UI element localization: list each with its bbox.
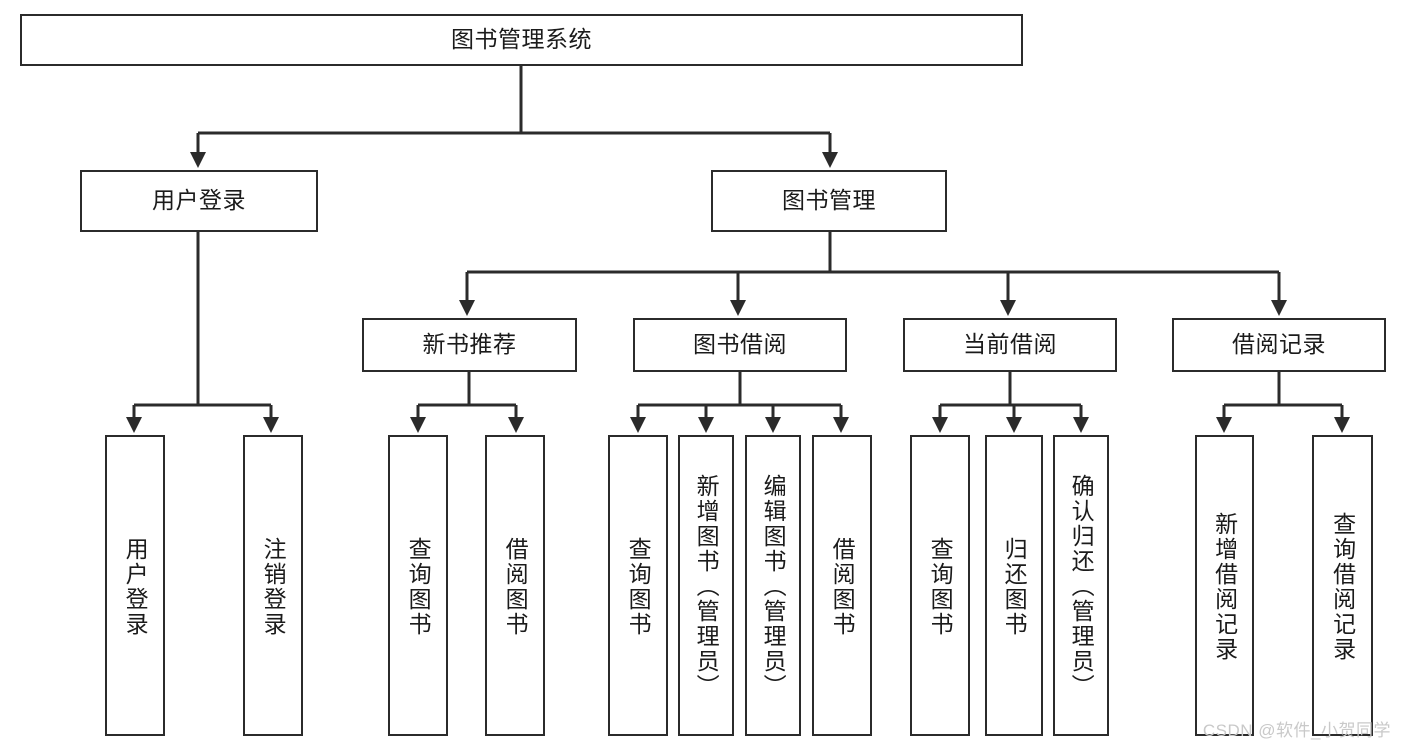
connector-arrow bbox=[190, 133, 206, 168]
arrow-head-icon bbox=[833, 417, 849, 433]
arrow-head-icon bbox=[765, 417, 781, 433]
node-leaf-query-book-2[interactable]: 查询图书 bbox=[608, 435, 668, 736]
arrow-head-icon bbox=[822, 152, 838, 168]
arrow-head-icon bbox=[410, 417, 426, 433]
node-label: 借阅记录 bbox=[1232, 331, 1326, 358]
node-label: 新增借阅记录 bbox=[1211, 511, 1238, 662]
node-book-borrow[interactable]: 图书借阅 bbox=[633, 318, 847, 372]
node-user-login[interactable]: 用户登录 bbox=[80, 170, 318, 232]
node-label-wrap: 用户登录 bbox=[107, 437, 163, 734]
node-leaf-add-borrow-record[interactable]: 新增借阅记录 bbox=[1195, 435, 1254, 736]
node-label: 编辑图书（管理员） bbox=[760, 474, 787, 699]
connector-arrow bbox=[730, 272, 746, 316]
arrow-head-icon bbox=[932, 417, 948, 433]
node-label: 借阅图书 bbox=[829, 536, 856, 637]
arrow-head-icon bbox=[1216, 417, 1232, 433]
node-label: 查询图书 bbox=[405, 536, 432, 637]
node-label: 当前借阅 bbox=[963, 331, 1057, 358]
node-label: 注销登录 bbox=[260, 536, 287, 637]
connector-arrow bbox=[1271, 272, 1287, 316]
connector-arrow bbox=[459, 272, 475, 316]
arrow-head-icon bbox=[508, 417, 524, 433]
node-book-manage[interactable]: 图书管理 bbox=[711, 170, 947, 232]
arrow-head-icon bbox=[1334, 417, 1350, 433]
node-leaf-confirm-return-admin[interactable]: 确认归还（管理员） bbox=[1053, 435, 1109, 736]
connector-arrow bbox=[698, 405, 714, 433]
node-label-wrap: 归还图书 bbox=[987, 437, 1041, 734]
node-label-wrap: 借阅图书 bbox=[487, 437, 543, 734]
connector-arrow bbox=[508, 405, 524, 433]
node-label: 查询图书 bbox=[625, 536, 652, 637]
node-leaf-user-logout[interactable]: 注销登录 bbox=[243, 435, 303, 736]
arrow-head-icon bbox=[1006, 417, 1022, 433]
arrow-head-icon bbox=[1000, 300, 1016, 316]
node-label: 图书借阅 bbox=[693, 331, 787, 358]
connector-arrow bbox=[833, 405, 849, 433]
connector-arrow bbox=[932, 405, 948, 433]
connector-arrow bbox=[1073, 405, 1089, 433]
node-label-wrap: 查询图书 bbox=[912, 437, 968, 734]
connector-arrow bbox=[410, 405, 426, 433]
node-label-wrap: 注销登录 bbox=[245, 437, 301, 734]
node-label: 图书管理系统 bbox=[451, 26, 592, 53]
connector-arrow bbox=[1334, 405, 1350, 433]
arrow-head-icon bbox=[459, 300, 475, 316]
node-leaf-borrow-book-1[interactable]: 借阅图书 bbox=[485, 435, 545, 736]
arrow-head-icon bbox=[1073, 417, 1089, 433]
connector-arrow bbox=[263, 405, 279, 433]
node-label: 用户登录 bbox=[152, 187, 246, 214]
node-new-book-rec[interactable]: 新书推荐 bbox=[362, 318, 577, 372]
node-leaf-add-book-admin[interactable]: 新增图书（管理员） bbox=[678, 435, 734, 736]
node-label-wrap: 确认归还（管理员） bbox=[1055, 437, 1107, 734]
arrow-head-icon bbox=[126, 417, 142, 433]
connector-arrow bbox=[126, 405, 142, 433]
node-leaf-borrow-book-2[interactable]: 借阅图书 bbox=[812, 435, 872, 736]
node-leaf-return-book[interactable]: 归还图书 bbox=[985, 435, 1043, 736]
node-label: 新书推荐 bbox=[422, 331, 517, 358]
node-label-wrap: 查询图书 bbox=[390, 437, 446, 734]
node-label-wrap: 借阅图书 bbox=[814, 437, 870, 734]
node-root[interactable]: 图书管理系统 bbox=[20, 14, 1023, 66]
connector-arrow bbox=[1006, 405, 1022, 433]
connector-arrow bbox=[630, 405, 646, 433]
node-label: 查询借阅记录 bbox=[1329, 511, 1356, 662]
arrow-head-icon bbox=[263, 417, 279, 433]
node-label: 借阅图书 bbox=[502, 536, 529, 637]
node-current-borrow[interactable]: 当前借阅 bbox=[903, 318, 1117, 372]
arrow-head-icon bbox=[630, 417, 646, 433]
node-leaf-query-book-3[interactable]: 查询图书 bbox=[910, 435, 970, 736]
arrow-head-icon bbox=[1271, 300, 1287, 316]
node-label: 查询图书 bbox=[927, 536, 954, 637]
node-label-wrap: 编辑图书（管理员） bbox=[747, 437, 799, 734]
node-label: 图书管理 bbox=[782, 187, 876, 214]
arrow-head-icon bbox=[730, 300, 746, 316]
node-leaf-user-login[interactable]: 用户登录 bbox=[105, 435, 165, 736]
node-leaf-edit-book-admin[interactable]: 编辑图书（管理员） bbox=[745, 435, 801, 736]
node-label: 确认归还（管理员） bbox=[1068, 474, 1095, 699]
node-label-wrap: 查询借阅记录 bbox=[1314, 437, 1371, 734]
node-leaf-query-borrow-record[interactable]: 查询借阅记录 bbox=[1312, 435, 1373, 736]
node-label-wrap: 新增图书（管理员） bbox=[680, 437, 732, 734]
node-label: 新增图书（管理员） bbox=[693, 474, 720, 699]
node-leaf-query-book-1[interactable]: 查询图书 bbox=[388, 435, 448, 736]
connector-arrow bbox=[765, 405, 781, 433]
node-label-wrap: 新增借阅记录 bbox=[1197, 437, 1252, 734]
connector-arrow bbox=[822, 133, 838, 168]
connector-arrow bbox=[1216, 405, 1232, 433]
connector-arrow bbox=[1000, 272, 1016, 316]
node-label: 用户登录 bbox=[122, 536, 149, 637]
arrow-head-icon bbox=[190, 152, 206, 168]
node-borrow-record[interactable]: 借阅记录 bbox=[1172, 318, 1386, 372]
node-label-wrap: 查询图书 bbox=[610, 437, 666, 734]
node-label: 归还图书 bbox=[1001, 536, 1028, 637]
arrow-head-icon bbox=[698, 417, 714, 433]
